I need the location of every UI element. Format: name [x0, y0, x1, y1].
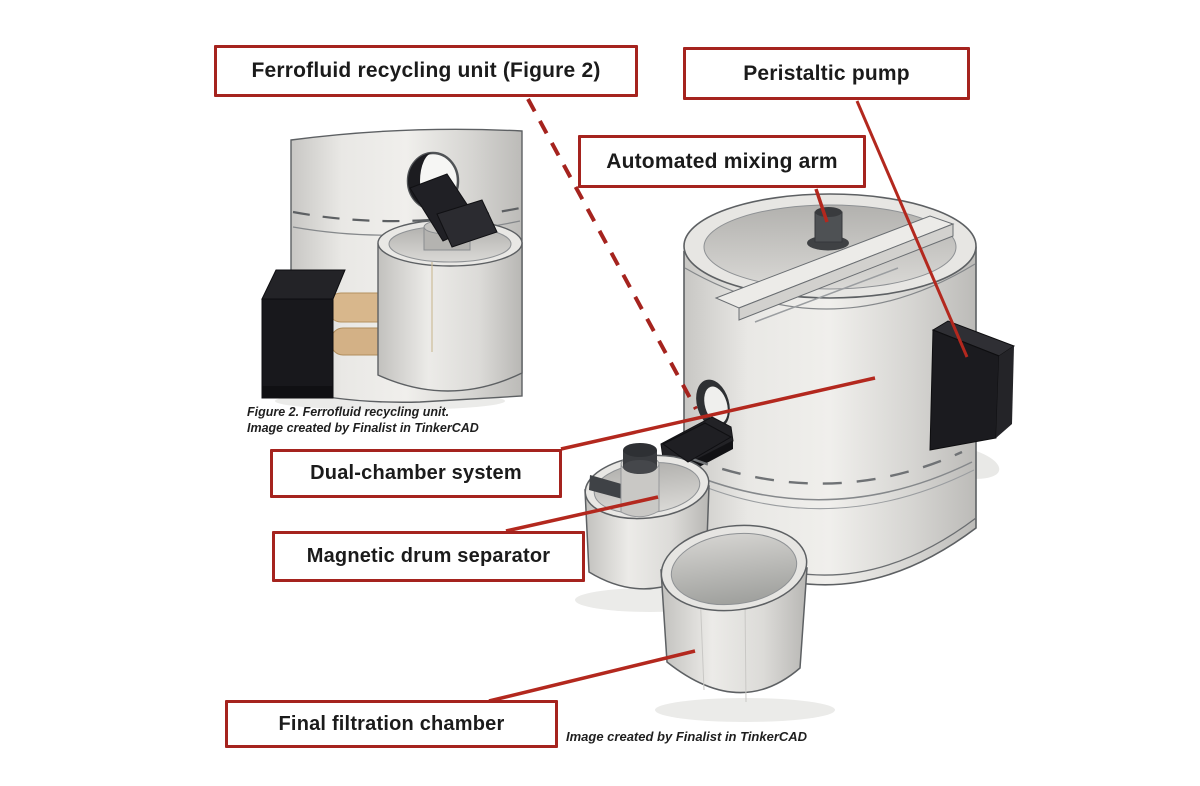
label-magnetic-drum-separator: Magnetic drum separator: [272, 531, 585, 582]
filtration-chamber: [660, 524, 808, 703]
leader-mixing: [814, 188, 829, 223]
fig2-arm: [406, 151, 498, 248]
drum-feed-arm: [662, 422, 733, 463]
pump-box: [929, 320, 1016, 451]
fig2-black-box: [261, 269, 346, 399]
main-tank: [660, 193, 1016, 586]
fig2-small-cylinder: [377, 219, 523, 392]
leader-ferrofluid-dashed: [526, 98, 698, 410]
label-peristaltic-pump: Peristaltic pump: [683, 47, 970, 100]
label-dual-chamber-system: Dual-chamber system: [270, 449, 562, 498]
image-credit-caption: Image created by Finalist in TinkerCAD: [566, 729, 808, 744]
leader-lines: [488, 98, 969, 703]
leader-dual: [560, 376, 876, 451]
figure2-caption: Figure 2. Ferrofluid recycling unit. Ima…: [247, 404, 479, 436]
figure2-caption-line1: Figure 2. Ferrofluid recycling unit.: [247, 405, 450, 419]
mixing-arm-bar: [714, 215, 955, 323]
leader-peristaltic: [855, 100, 969, 358]
leader-magnetic: [505, 495, 659, 533]
label-final-filtration-chamber: Final filtration chamber: [225, 700, 558, 748]
figure2-caption-line2: Image created by Finalist in TinkerCAD: [247, 421, 479, 435]
label-ferrofluid-recycling-unit: Ferrofluid recycling unit (Figure 2): [214, 45, 638, 97]
label-automated-mixing-arm: Automated mixing arm: [578, 135, 866, 188]
figure2-render: [261, 128, 523, 403]
leader-final: [488, 649, 696, 703]
